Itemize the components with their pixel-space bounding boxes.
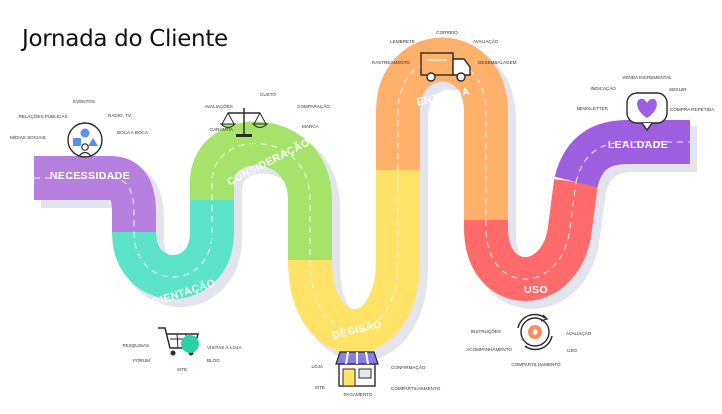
touchpoint-decisao-2: SITE [315, 385, 325, 390]
touchpoint-consideracao-2: COMPARAÇÃO [297, 103, 330, 109]
touchpoint-consideracao-1: AVALIAÇÕES [205, 103, 233, 109]
store-icon [335, 351, 379, 387]
ribbon-dash-6 [575, 141, 690, 183]
touchpoint-orientacao-4: BLOG [207, 358, 220, 363]
touchpoint-lealdade-0: VENDA INCREMENTAL [622, 75, 672, 80]
touchpoint-decisao-4: PAGAMENTO [344, 392, 373, 397]
touchpoint-entrega-4: DESEMBALAGEM [478, 60, 517, 65]
touchpoint-lealdade-4: COMPRA REPETIDA [670, 107, 715, 112]
touchpoint-lealdade-2: SEGUIR [669, 87, 687, 92]
touchpoint-uso-3: USO [567, 348, 577, 353]
shopping-cart-icon [157, 327, 200, 357]
refresh-gear-icon [517, 313, 553, 351]
touchpoint-entrega-2: AVALIAÇÃO [473, 38, 499, 44]
touchpoint-lealdade-1: INDICAÇÃO [590, 85, 616, 91]
touchpoint-necessidade-0: EVENTOS [73, 99, 95, 104]
ribbon-dash-3 [309, 170, 399, 332]
touchpoint-orientacao-2: SITE [177, 367, 187, 372]
touchpoint-consideracao-0: CUSTO [260, 92, 276, 97]
touchpoint-consideracao-3: GARANTIA [210, 127, 234, 132]
touchpoint-necessidade-1: RELAÇÕES PÚBLICAS [18, 113, 67, 119]
touchpoint-decisao-1: CONFIRMAÇÃO [391, 364, 426, 370]
touchpoint-consideracao-4: MARCA [302, 124, 320, 129]
touchpoint-orientacao-0: PESQUISAS [122, 343, 149, 348]
touchpoint-entrega-3: RASTREAMENTO [372, 60, 411, 65]
stage-label-lealdade: LEALDADE [608, 139, 668, 151]
ribbon-dash-0 [34, 177, 135, 232]
touchpoint-uso-4: COMPARTILHAMENTO [511, 362, 561, 367]
touchpoint-uso-0: INSTRUÇÕES [471, 328, 501, 334]
touchpoint-decisao-3: COMPARTILHAMENTO [391, 386, 441, 391]
touchpoint-necessidade-3: MÍDIAS SOCIAIS [10, 134, 46, 140]
ribbon-dash-5 [485, 181, 577, 280]
touchpoint-entrega-1: LEMBRETE [390, 39, 415, 44]
touchpoint-uso-2: ACOMPANHAMENTO [466, 347, 512, 352]
touchpoint-orientacao-1: FÓRUM [133, 357, 150, 363]
ribbon-dash-1 [133, 200, 213, 278]
touchpoint-lealdade-3: NEWSLETTER [577, 106, 609, 111]
touchpoint-orientacao-3: VISITAS À LOJA [207, 344, 242, 350]
touchpoint-necessidade-4: BOCA A BOCA [117, 130, 149, 135]
stage-label-necessidade: NECESSIDADE [50, 170, 130, 182]
ribbon-dash-2 [211, 143, 311, 260]
social-media-icon [67, 122, 103, 158]
touchpoint-entrega-0: CORREIO [436, 30, 458, 35]
touchpoint-uso-1: AVALIAÇÃO [566, 330, 592, 336]
page-title: Jornada do Cliente [22, 26, 228, 52]
stage-label-uso: USO [524, 284, 548, 296]
touchpoint-decisao-0: LOJA [312, 364, 324, 369]
touchpoint-necessidade-2: RADIO, TV [108, 113, 132, 118]
